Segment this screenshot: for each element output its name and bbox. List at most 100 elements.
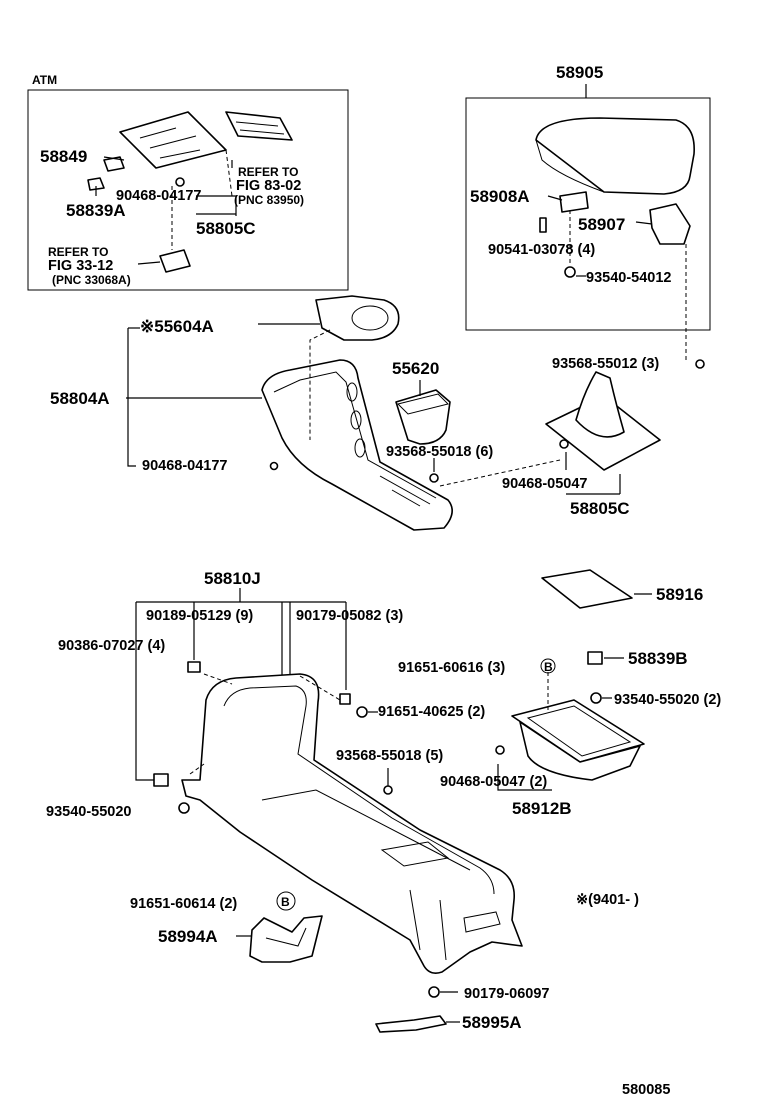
cup-top <box>397 393 449 415</box>
nut-90179-05082-icon <box>339 693 351 705</box>
label-58804a: 58804A <box>50 389 110 408</box>
b-marker-bottom: B <box>281 895 290 909</box>
bracket-58805c-mid <box>566 474 621 495</box>
screw-90468-05047-icon <box>559 439 569 449</box>
part-58912b-box-body <box>519 721 641 781</box>
refer-83-line1: REFER TO <box>238 165 298 179</box>
bracket-58912b <box>497 764 552 791</box>
label-58912b: 58912B <box>512 799 572 818</box>
armrest-frame <box>465 97 711 331</box>
screw-93540-55020-l-icon <box>178 802 190 814</box>
label-58849: 58849 <box>40 147 87 166</box>
label-58805c-mid: 58805C <box>570 499 630 518</box>
armrest-box: 58905 58908A 58907 90541-03078 (4) 93540… <box>465 63 711 369</box>
part-58839a-clip <box>87 177 105 191</box>
label-91651-40625: 91651-40625 (2) <box>378 704 485 720</box>
label-93540-54012: 93540-54012 <box>586 270 671 286</box>
part-58916-mat <box>541 569 633 609</box>
label-55604a: ※55604A <box>140 317 214 336</box>
label-55620: 55620 <box>392 359 439 378</box>
screw-90468-04177-mid-icon <box>269 461 279 471</box>
upper-console: ※55604A 93568-55012 (3) 58804A 55620 935… <box>50 295 661 531</box>
screw-93568-55012-icon <box>695 359 705 369</box>
leader-58849 <box>103 156 125 161</box>
label-58916: 58916 <box>656 585 703 604</box>
label-91651-60616: 91651-60616 (3) <box>398 660 505 676</box>
leader-58908a <box>547 195 563 201</box>
part-55620-cup <box>395 389 451 445</box>
screw-93540-54012-icon <box>564 266 576 278</box>
label-90468-05047: 90468-05047 <box>502 476 587 492</box>
armrest-lid-edge <box>535 139 605 193</box>
panel-inner-edge <box>273 371 437 499</box>
console-recess <box>380 841 450 867</box>
panel-slot <box>379 475 431 507</box>
refer-83-line3: (PNC 83950) <box>234 193 304 207</box>
b-marker-circle-top <box>540 658 556 674</box>
shift-cable-part <box>159 249 191 273</box>
nut-58839b-icon <box>587 651 603 665</box>
label-90468-04177-top: 90468-04177 <box>116 188 201 204</box>
dash-fasteners <box>189 673 341 775</box>
switch-panel <box>225 111 293 141</box>
label-58908a: 58908A <box>470 187 530 206</box>
label-58805c-top: 58805C <box>196 219 256 238</box>
clip-90541 <box>539 217 547 233</box>
atm-inset-frame <box>27 89 349 291</box>
label-58995a: 58995A <box>462 1013 522 1032</box>
bracket-58810j-left <box>135 602 154 781</box>
label-90189: 90189-05129 (9) <box>146 608 253 624</box>
handle-inner <box>265 927 307 947</box>
label-90179-06097: 90179-06097 <box>464 986 549 1002</box>
bracket-58805c-top <box>196 195 237 216</box>
label-93568-55018-5: 93568-55018 (5) <box>336 748 443 764</box>
refer-83-line2: FIG 83-02 <box>236 178 301 194</box>
note-9401: ※(9401- ) <box>576 892 639 908</box>
label-93568-55018-6: 93568-55018 (6) <box>386 444 493 460</box>
leader-refer-33 <box>137 261 161 265</box>
label-58905: 58905 <box>556 63 603 82</box>
panel-hole-2 <box>350 410 362 430</box>
bracket-58804a <box>127 328 136 467</box>
figure-number: 580085 <box>622 1082 670 1098</box>
screw-90468-05047-2-icon <box>495 745 505 755</box>
console-rear-vent <box>463 911 501 933</box>
refer-33-line3: (PNC 33068A) <box>52 273 131 287</box>
b-marker-circle-bottom <box>276 891 296 911</box>
plate-slot <box>139 127 201 159</box>
label-58810j: 58810J <box>204 569 261 588</box>
panel-hole-1 <box>346 382 358 402</box>
label-93568-55012: 93568-55012 (3) <box>552 356 659 372</box>
dash-plate <box>225 149 233 197</box>
screw-93568-55018-icon <box>429 473 439 483</box>
label-90468-04177-mid: 90468-04177 <box>142 458 227 474</box>
label-91651-60614: 91651-60614 (2) <box>130 896 237 912</box>
label-93540-55020-r: 93540-55020 (2) <box>614 692 721 708</box>
label-90386: 90386-07027 (4) <box>58 638 165 654</box>
part-58810j-body <box>181 673 523 974</box>
part-58908a-hinge <box>559 191 589 213</box>
label-58839a: 58839A <box>66 201 126 220</box>
nut-90386-icon <box>187 661 201 673</box>
dash-bracket <box>309 329 331 440</box>
b-marker-top: B <box>544 660 553 674</box>
screw-93540-55020-r-icon <box>590 692 602 704</box>
part-58805c-boot <box>575 371 625 438</box>
clip-91651-40625-icon <box>356 706 368 718</box>
nut-93540-55020-l-icon <box>153 773 169 787</box>
shift-indicator-plate <box>119 111 227 169</box>
atm-inset: ATM 58849 58839A 90468-04177 REFER TO FI… <box>27 73 349 291</box>
leader-90189 <box>281 602 291 680</box>
label-58994a: 58994A <box>158 927 218 946</box>
panel-hole-3 <box>354 438 366 458</box>
armrest-lid <box>535 117 695 195</box>
part-58995a-bracket <box>375 1015 447 1033</box>
screw-93568-55018-5-icon <box>383 785 393 795</box>
label-90541: 90541-03078 (4) <box>488 242 595 258</box>
refer-33-line1: REFER TO <box>48 245 108 259</box>
leader-58907 <box>635 221 653 225</box>
refer-33-line2: FIG 33-12 <box>48 258 113 274</box>
console-rear-edge <box>409 889 447 961</box>
label-93540-55020-l: 93540-55020 <box>46 804 131 820</box>
